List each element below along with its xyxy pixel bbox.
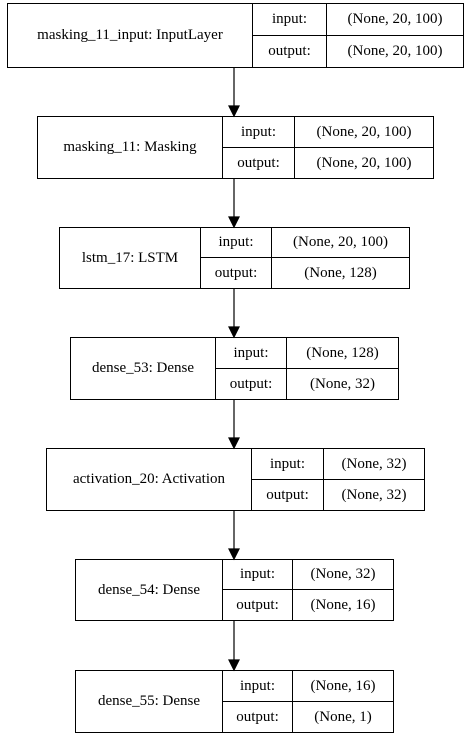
layer-node-lstm-17: lstm_17: LSTM input: output: (None, 20, … [59,227,410,289]
edge-arrow [228,511,240,561]
layer-node-activation-20: activation_20: Activation input: output:… [46,448,425,511]
layer-name: activation_20: Activation [47,449,252,510]
input-shape: (None, 20, 100) [327,4,463,36]
layer-node-dense-53: dense_53: Dense input: output: (None, 12… [70,337,399,400]
input-label: input: [252,449,324,480]
layer-name: masking_11: Masking [38,117,223,178]
layer-name: dense_54: Dense [76,560,223,620]
input-label: input: [201,228,272,258]
output-label: output: [223,702,293,732]
edge-arrow [228,179,240,229]
output-shape: (None, 1) [314,708,372,725]
input-shape: (None, 32) [293,560,393,590]
edge-arrow [228,289,240,339]
layer-node-dense-54: dense_54: Dense input: output: (None, 32… [75,559,394,621]
input-label: input: [253,4,327,36]
edge-arrow [228,621,240,672]
input-shape: (None, 20, 100) [272,228,409,258]
layer-node-masking-11: masking_11: Masking input: output: (None… [37,116,434,179]
layer-node-dense-55: dense_55: Dense input: output: (None, 16… [75,670,394,733]
layer-name: masking_11_input: InputLayer [8,4,253,67]
output-label: output: [201,258,272,288]
output-label: output: [252,480,324,510]
edge-arrow [228,400,240,450]
input-label: input: [223,117,295,148]
input-shape: (None, 128) [287,338,398,369]
edge-arrow [228,68,240,118]
input-shape: (None, 32) [324,449,424,480]
output-label: output: [223,590,293,620]
output-shape: (None, 16) [310,596,376,613]
layer-name: dense_55: Dense [76,671,223,732]
output-label: output: [223,148,295,178]
output-shape: (None, 20, 100) [316,154,412,171]
input-label: input: [223,560,293,590]
output-shape: (None, 32) [341,486,407,503]
layer-node-masking-11-input: masking_11_input: InputLayer input: outp… [7,3,464,68]
output-shape: (None, 128) [304,264,377,281]
output-label: output: [253,36,327,67]
input-shape: (None, 16) [293,671,393,702]
layer-name: dense_53: Dense [71,338,216,399]
input-shape: (None, 20, 100) [295,117,433,148]
layer-name: lstm_17: LSTM [60,228,201,288]
input-label: input: [223,671,293,702]
output-shape: (None, 32) [310,375,375,392]
input-label: input: [216,338,287,369]
output-shape: (None, 20, 100) [347,43,443,59]
output-label: output: [216,369,287,399]
